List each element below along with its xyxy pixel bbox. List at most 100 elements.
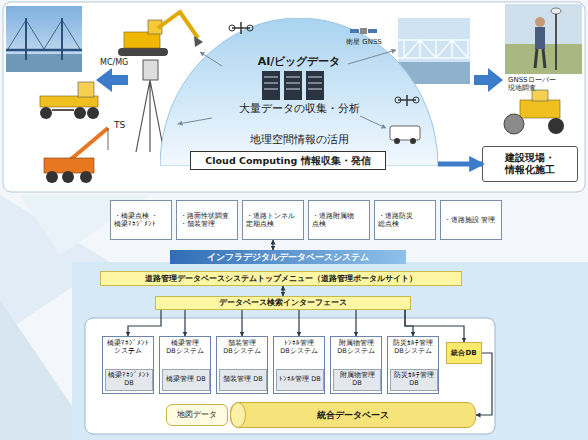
node-text: ・路面性状調査 ・舗装管理	[180, 212, 234, 229]
node-text: AI/ビッグデータ	[160, 55, 438, 68]
interface-band: データベース検索インターフェース	[155, 296, 411, 310]
db-system-box: 舗装管理 DBシステム舗装管理 DB	[216, 336, 268, 394]
wheel	[548, 118, 564, 134]
database-box: 附属物管理 DB	[333, 369, 381, 391]
node-text: ﾄﾝﾈﾙ管理 DB	[279, 376, 321, 384]
drone-rotor	[247, 25, 253, 31]
node-text: 舗装管理 DBシステム	[219, 340, 265, 356]
map-data-box: 地図データ	[166, 404, 228, 426]
task-box: ・道路トンネル 定期点検	[242, 200, 304, 240]
node-text: 橋梁ﾏﾈｼﾞﾒﾝﾄ DB	[107, 372, 151, 388]
crane-body	[44, 158, 94, 173]
node-text: 建設現場・ 情報化施工	[485, 152, 575, 176]
database-panel	[85, 318, 495, 434]
excavator-arm	[158, 12, 198, 38]
db-system-box: 附属物管理 DBシステム附属物管理 DB	[330, 336, 382, 394]
grader-cab	[78, 82, 94, 97]
node-text: 道路管理データベースシステムトップメニュー（道路管理ポータルサイト）	[145, 274, 417, 284]
wheel	[410, 138, 416, 144]
leader-arrow	[200, 52, 222, 66]
grader-blade	[52, 109, 74, 111]
callout-label: 衛星 GNSS	[346, 38, 402, 46]
connector-arrow	[128, 310, 161, 336]
node-text: ・道路附属物 点検	[312, 212, 366, 229]
satellite-panel	[350, 29, 359, 33]
connector-arrow	[438, 162, 482, 167]
system-band: インフラデジタルデータベースシステム	[170, 250, 406, 264]
db-system-box: ﾄﾝﾈﾙ管理 DBシステム ﾄﾝﾈﾙ管理 DB	[273, 336, 325, 394]
total-station	[143, 60, 158, 80]
gnss-antenna	[551, 8, 561, 14]
cylinder-cap	[231, 403, 246, 428]
connector-arrow	[405, 310, 413, 336]
excavator-bucket	[194, 36, 203, 47]
node-text: 地理空間情報の活用	[160, 133, 438, 146]
rover-pole	[555, 12, 557, 70]
node-text: ・道路トンネル 定期点検	[246, 212, 300, 229]
connector-arrow	[241, 310, 242, 336]
node-text: 防災ｶﾙﾃ管理 DB	[392, 372, 436, 388]
tripod	[136, 80, 164, 152]
survey-van	[390, 126, 420, 140]
connector-arrow	[272, 240, 273, 250]
drone-rotor	[229, 25, 235, 31]
wheel	[74, 107, 86, 119]
node-text: ・道路施設 管理	[444, 216, 495, 224]
node-text: 附属物管理 DB	[335, 372, 379, 388]
platform-box: Cloud Computing 情報収集・発信	[190, 151, 386, 170]
database-box: 橋梁管理 DB	[162, 369, 210, 391]
cylinder-body	[230, 403, 476, 428]
node-text: Cloud Computing 情報収集・発信	[205, 155, 370, 166]
flow-arrow	[474, 68, 503, 92]
node-text: 橋梁管理 DBシステム	[162, 340, 208, 356]
bridge-tower	[25, 18, 27, 60]
connector-arrow	[476, 353, 492, 415]
callout-label: GNSSローバー 現地調査	[508, 76, 580, 93]
bridge-photo	[398, 18, 470, 84]
db-system-box: 橋梁ﾏﾈｼﾞﾒﾝﾄ システム橋梁ﾏﾈｼﾞﾒﾝﾄ DB	[102, 336, 154, 394]
server-icon	[262, 71, 280, 100]
leader-arrow	[348, 50, 396, 64]
task-box: ・道路附属物 点検	[308, 200, 370, 240]
bridge-deck	[6, 49, 82, 52]
connector-arrow	[184, 310, 185, 336]
node-text: 橋梁管理 DB	[166, 376, 206, 384]
bottom-panel	[72, 262, 588, 440]
database-box: 防災ｶﾙﾃ管理 DB	[390, 369, 438, 391]
roller-drum	[504, 114, 524, 134]
excavator-body	[124, 32, 160, 48]
connector-arrow	[298, 310, 299, 336]
node-text: 統合DB	[451, 349, 476, 357]
bridge-truss	[398, 40, 470, 58]
site-box: 建設現場・ 情報化施工	[482, 146, 578, 182]
database-box: 舗装管理 DB	[219, 369, 267, 391]
task-box: ・橋梁点検 ・橋梁ﾏﾈｼﾞﾒﾝﾄ	[110, 200, 172, 240]
connector-arrow	[405, 310, 464, 342]
portal-band: 道路管理データベースシステムトップメニュー（道路管理ポータルサイト）	[100, 271, 462, 286]
wheel	[80, 171, 92, 183]
crane-boom	[70, 128, 108, 160]
roller-body	[520, 100, 560, 118]
top-panel	[3, 2, 585, 192]
node-text: 橋梁ﾏﾈｼﾞﾒﾝﾄ システム	[105, 340, 151, 356]
node-text: ・道路防災 総点検	[378, 212, 432, 229]
wheel	[394, 138, 400, 144]
node-text: ﾄﾝﾈﾙ管理 DBシステム	[276, 340, 322, 356]
person-head	[535, 17, 545, 27]
drone	[398, 95, 416, 106]
crane-hook	[108, 128, 109, 150]
server-slots	[264, 77, 322, 89]
leader-arrow	[178, 118, 212, 124]
node-text: 統合データベース	[317, 410, 389, 421]
excavator-track	[118, 48, 168, 56]
server-icon	[306, 71, 324, 100]
node-text: 大量データの収集・分析	[160, 102, 438, 115]
task-box: ・道路防災 総点検	[374, 200, 436, 240]
grader-body	[40, 96, 98, 107]
connector-arrow	[355, 310, 356, 336]
person-legs	[535, 49, 545, 68]
bridge-cable	[8, 20, 80, 49]
node-text: データベース検索インターフェース	[219, 298, 347, 308]
integrated-db-box: 統合DB	[446, 342, 482, 364]
